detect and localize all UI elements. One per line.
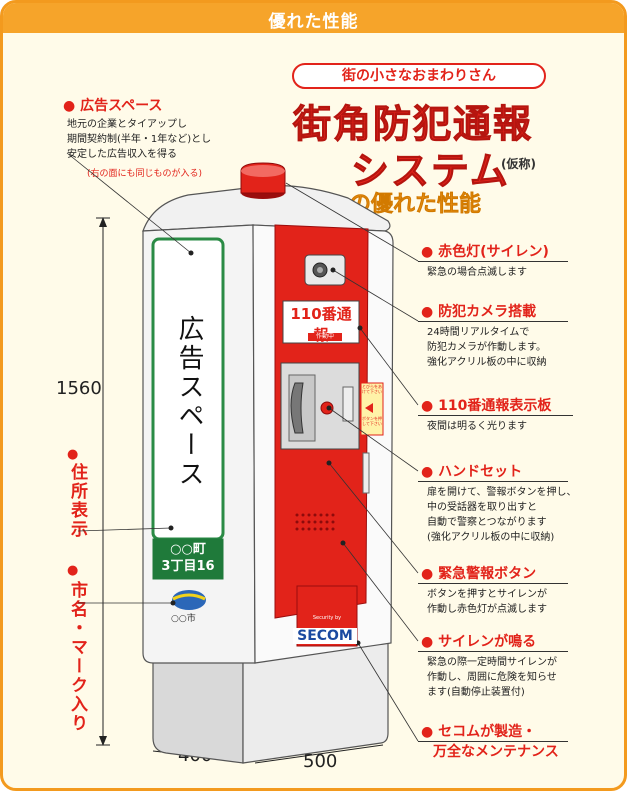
tentative-label: (仮称) <box>501 157 536 171</box>
address-plate: ○○町 3丁目16 <box>153 541 223 575</box>
ad-space-desc-1: 地元の企業とタイアップし <box>67 119 187 130</box>
callout-siren-title: サイレンが鳴る <box>438 634 537 650</box>
callout-siren-line2: 作動し、周囲に危険を知らせ <box>427 672 557 683</box>
header-bar: 優れた性能 <box>3 3 624 33</box>
main-title-line2: システム <box>351 149 510 194</box>
header-title: 優れた性能 <box>268 12 359 32</box>
address-line2: 3丁目16 <box>161 559 215 574</box>
dimension-front-width: 500 <box>303 751 338 772</box>
callout-camera: ● 防犯カメラ搭載 24時間リアルタイムで 防犯カメラが作動します。 強化アクリ… <box>421 304 547 368</box>
side-label-2: ボタンを押して下さい <box>362 416 382 426</box>
city-label: 市名・マーク入り <box>67 581 87 733</box>
address-label: 住所表示 <box>67 463 87 539</box>
callout-emergency-button-line1: ボタンを押すとサイレンが <box>427 589 547 600</box>
ad-space-desc-3: 安定した広告収入を得る <box>67 149 177 160</box>
callout-camera-line1: 24時間リアルタイムで <box>427 327 530 338</box>
side-label-1: とびらをあけて下さい <box>362 384 382 394</box>
callout-secom-title: セコムが製造・ <box>438 724 537 740</box>
callout-handset-line2: 中の受話器を取り出すと <box>427 502 537 513</box>
callout-camera-line3: 強化アクリル板の中に収納 <box>427 357 547 368</box>
brand-small: Security by <box>312 615 342 621</box>
city-bullet-icon: ● <box>67 563 79 578</box>
callout-emergency-button-title: 緊急警報ボタン <box>438 566 537 582</box>
ad-space-title-text: 広告スペース <box>80 98 163 114</box>
ad-space-note: (右の面にも同じものが入る) <box>87 169 203 179</box>
callout-emergency-button-line2: 作動し赤色灯が点滅します <box>427 604 547 615</box>
address-line1: ○○町 <box>170 542 206 557</box>
secom-logo: SECOM <box>293 628 357 644</box>
ad-space-desc: 地元の企業とタイアップし 期間契約制(半年・1年など)とし 安定した広告収入を得… <box>67 117 211 162</box>
callout-siren-line1: 緊急の際一定時間サイレンが <box>427 657 557 668</box>
callout-emergency-button: ● 緊急警報ボタン ボタンを押すとサイレンが 作動し赤色灯が点滅します <box>421 566 547 615</box>
callout-siren: ● サイレンが鳴る 緊急の際一定時間サイレンが 作動し、周囲に危険を知らせ ます… <box>421 634 557 698</box>
city-text: ○○市 <box>171 614 196 624</box>
callout-red-light-title: 赤色灯(サイレン) <box>438 244 549 260</box>
callout-secom-line1: 万全なメンテナンス <box>433 744 559 760</box>
callout-siren-line3: ます(自動停止装置付) <box>427 687 525 698</box>
subtitle-badge: 街の小さなおまわりさん <box>292 63 546 89</box>
main-title-line1: 街角防犯通報 <box>292 102 534 147</box>
callout-red-light-line1: 緊急の場合点滅します <box>427 267 527 278</box>
ad-space-callout-title: ● 広告スペース <box>63 95 162 115</box>
ad-panel-text: 広告スペース <box>174 315 204 489</box>
callout-red-light: ● 赤色灯(サイレン) 緊急の場合点滅します <box>421 244 549 278</box>
sign-110: 110番通報 <box>290 305 352 344</box>
callout-handset-line4: (強化アクリル板の中に収納) <box>427 532 555 543</box>
callout-110-board-title: 110番通報表示板 <box>438 398 552 414</box>
callout-handset-title: ハンドセット <box>438 464 523 480</box>
callout-handset-line1: 扉を開けて、警報ボタンを押し、 <box>427 487 577 498</box>
callout-110-board: ● 110番通報表示板 夜間は明るく光ります <box>421 398 552 432</box>
sign-sub: 作動中 <box>315 333 334 340</box>
callout-camera-title: 防犯カメラ搭載 <box>438 304 537 320</box>
dimension-height: 1560 <box>56 378 102 399</box>
callout-handset: ● ハンドセット 扉を開けて、警報ボタンを押し、 中の受話器を取り出すと 自動で… <box>421 464 577 543</box>
bullet-icon: ● <box>63 98 76 114</box>
unit-illustration <box>66 152 419 764</box>
callout-110-board-line1: 夜間は明るく光ります <box>427 421 527 432</box>
callout-camera-line2: 防犯カメラが作動します。 <box>427 342 546 353</box>
callout-secom: ● セコムが製造・ 万全なメンテナンス <box>421 724 559 760</box>
callout-handset-line3: 自動で警察とつながります <box>427 517 547 528</box>
ad-space-desc-2: 期間契約制(半年・1年など)とし <box>67 134 212 145</box>
address-bullet-icon: ● <box>67 447 79 462</box>
